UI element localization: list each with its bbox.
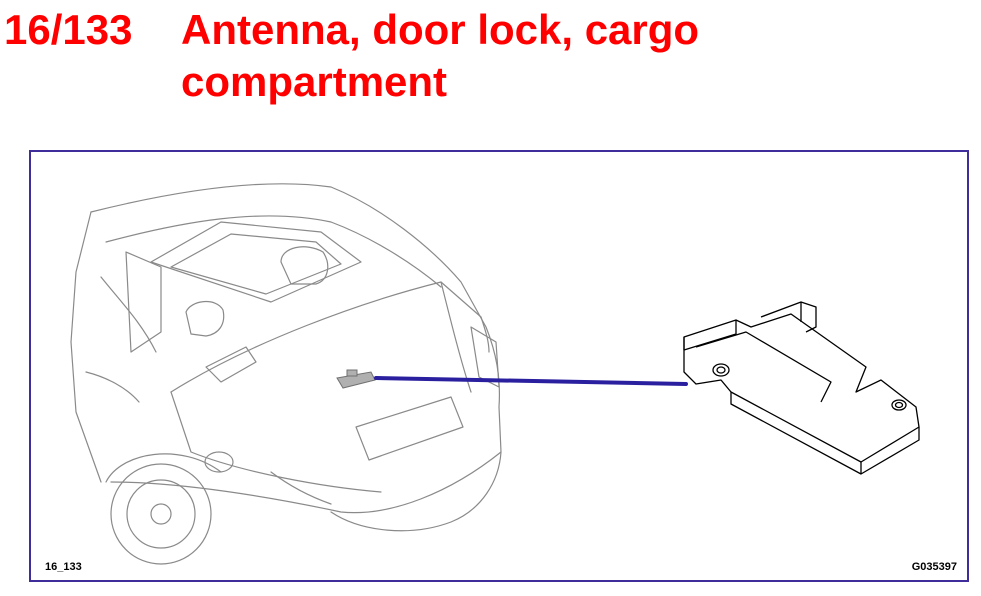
page-title-line-2: compartment: [181, 58, 448, 105]
leader-line: [374, 376, 688, 386]
section-number: 16/133: [4, 6, 133, 53]
car-rear-view-illustration-icon: [70, 183, 502, 565]
antenna-component-illustration-icon: [683, 301, 920, 475]
title-block: 16/133 Antenna, door lock, cargo compart…: [4, 4, 964, 114]
figure-reference-left: 16_133: [45, 561, 82, 573]
figure-drawing: [70, 183, 920, 565]
antenna-location-marker: [336, 369, 376, 389]
figure-reference-right: G035397: [911, 561, 957, 573]
page-title-line-1: Antenna, door lock, cargo: [181, 6, 700, 53]
figure-frame: 16_133 G035397: [29, 150, 969, 582]
